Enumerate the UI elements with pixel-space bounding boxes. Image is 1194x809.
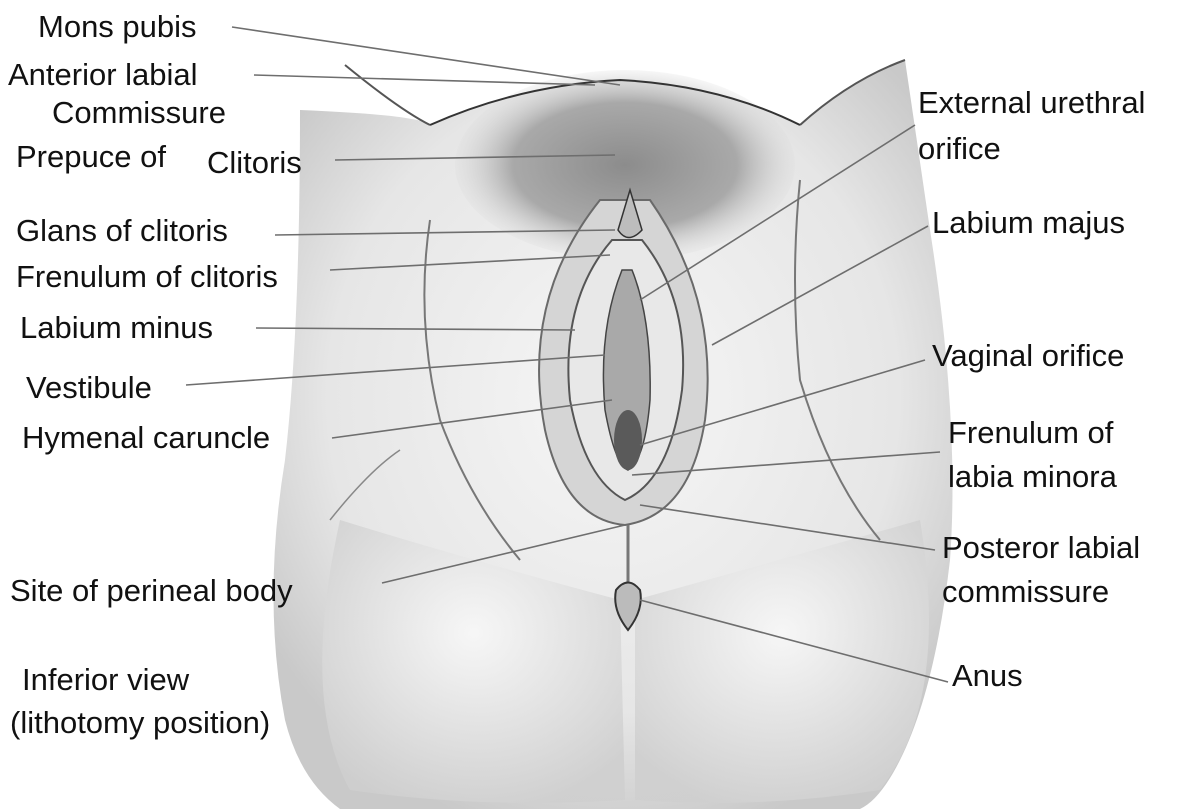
label-vestibule: Vestibule [26, 370, 152, 406]
label-external-urethral: External urethral [918, 85, 1145, 121]
label-prepuce: Prepuce of [16, 139, 166, 175]
label-anterior-labial: Anterior labial [8, 57, 198, 93]
label-hymenal-caruncle: Hymenal caruncle [22, 420, 270, 456]
label-view-subtitle: (lithotomy position) [10, 705, 270, 741]
label-posterior-commissure: commissure [942, 574, 1109, 610]
label-vaginal-orifice: Vaginal orifice [932, 338, 1124, 374]
label-prepuce-clitoris: Clitoris [207, 145, 302, 181]
label-labium-majus: Labium majus [932, 205, 1125, 241]
label-glans-clitoris: Glans of clitoris [16, 213, 228, 249]
label-posterior-labial: Posteror labial [942, 530, 1140, 566]
label-frenulum-clitoris: Frenulum of clitoris [16, 259, 278, 295]
label-frenulum-labia: Frenulum of [948, 415, 1113, 451]
label-perineal-body: Site of perineal body [10, 573, 293, 609]
label-anterior-commissure: Commissure [52, 95, 226, 131]
label-urethral-orifice: orifice [918, 131, 1001, 167]
label-labia-minora: labia minora [948, 459, 1117, 495]
label-mons-pubis: Mons pubis [38, 9, 197, 45]
label-view-title: Inferior view [22, 662, 189, 698]
label-labium-minus: Labium minus [20, 310, 213, 346]
vaginal-opening [614, 410, 642, 470]
label-anus: Anus [952, 658, 1023, 694]
